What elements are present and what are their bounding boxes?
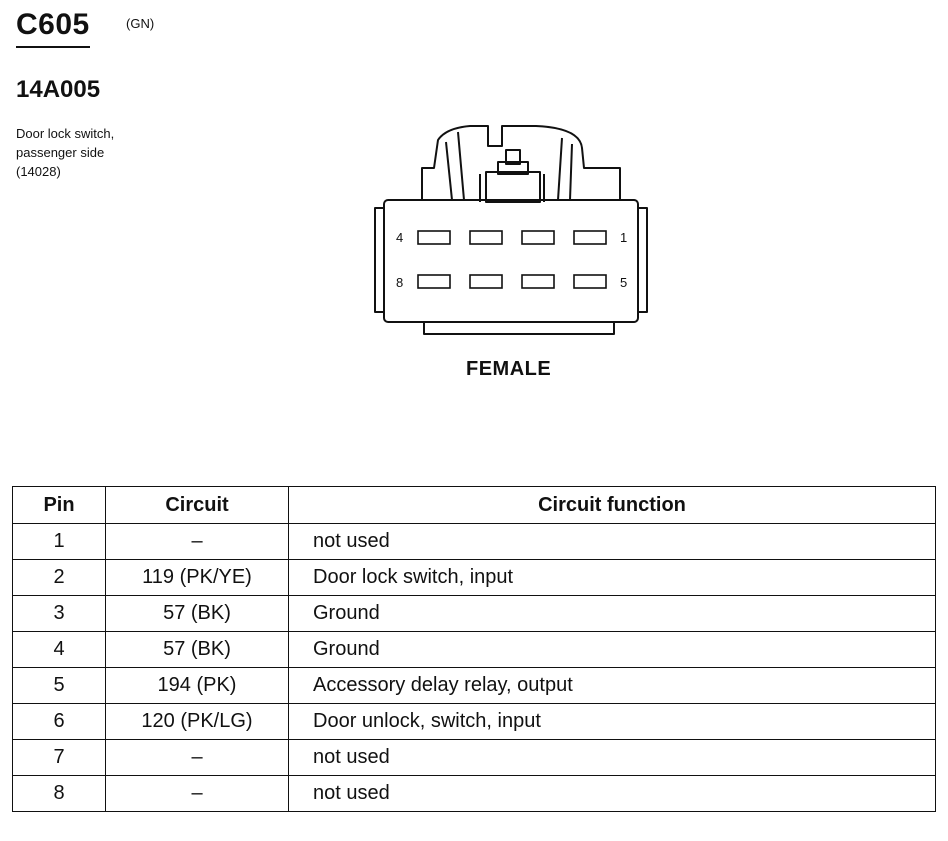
pin-cavity-6	[521, 274, 555, 289]
pin-label-1: 1	[620, 230, 627, 245]
table-header-row: Pin Circuit Circuit function	[12, 486, 936, 524]
pin-cell: 2	[12, 559, 106, 596]
connector-body	[383, 199, 639, 323]
connector-id: C605	[16, 8, 90, 48]
header-circuit-function: Circuit function	[288, 486, 936, 524]
table-row: 8 – not used	[12, 775, 936, 812]
description-line-3: (14028)	[16, 164, 61, 179]
connector-latch	[421, 125, 621, 200]
circuit-cell: 57 (BK)	[105, 631, 289, 668]
circuit-cell: –	[105, 523, 289, 560]
latch-button	[485, 171, 541, 203]
connector-color-code: (GN)	[126, 16, 155, 31]
connector-gender-label: FEMALE	[466, 358, 552, 380]
table-row: 6 120 (PK/LG) Door unlock, switch, input	[12, 703, 936, 740]
pin-label-4: 4	[396, 230, 403, 245]
pin-cell: 4	[12, 631, 106, 668]
circuit-cell: –	[105, 739, 289, 776]
pin-cavity-7	[469, 274, 503, 289]
connector-face-diagram: 4 1 8 5	[374, 125, 648, 335]
circuit-cell: –	[105, 775, 289, 812]
pin-cell: 7	[12, 739, 106, 776]
function-cell: not used	[288, 775, 936, 812]
pin-cell: 1	[12, 523, 106, 560]
pin-cavity-5	[573, 274, 607, 289]
function-cell: Door unlock, switch, input	[288, 703, 936, 740]
connector-right-tab	[638, 207, 648, 313]
pin-cell: 3	[12, 595, 106, 632]
part-number: 14A005	[16, 76, 101, 103]
header-circuit: Circuit	[105, 486, 289, 524]
pinout-table: Pin Circuit Circuit function 1 – not use…	[12, 486, 936, 812]
function-cell: not used	[288, 739, 936, 776]
pin-label-8: 8	[396, 275, 403, 290]
pin-cavity-2	[521, 230, 555, 245]
table-row: 1 – not used	[12, 523, 936, 560]
pin-cell: 6	[12, 703, 106, 740]
pin-cavity-8	[417, 274, 451, 289]
pin-cavity-3	[469, 230, 503, 245]
table-row: 7 – not used	[12, 739, 936, 776]
pin-cavity-1	[573, 230, 607, 245]
table-row: 3 57 (BK) Ground	[12, 595, 936, 632]
table-row: 2 119 (PK/YE) Door lock switch, input	[12, 559, 936, 596]
header-pin: Pin	[12, 486, 106, 524]
circuit-cell: 57 (BK)	[105, 595, 289, 632]
function-cell: not used	[288, 523, 936, 560]
description-line-2: passenger side	[16, 145, 105, 160]
table-row: 5 194 (PK) Accessory delay relay, output	[12, 667, 936, 704]
function-cell: Door lock switch, input	[288, 559, 936, 596]
circuit-cell: 194 (PK)	[105, 667, 289, 704]
pin-cavity-4	[417, 230, 451, 245]
pin-cell: 5	[12, 667, 106, 704]
connector-bottom-ridge	[423, 322, 615, 335]
connector-left-tab	[374, 207, 384, 313]
circuit-cell: 120 (PK/LG)	[105, 703, 289, 740]
function-cell: Ground	[288, 631, 936, 668]
function-cell: Ground	[288, 595, 936, 632]
table-row: 4 57 (BK) Ground	[12, 631, 936, 668]
description-line-1: Door lock switch,	[16, 126, 115, 141]
pin-label-5: 5	[620, 275, 627, 290]
component-description: Door lock switch, passenger side (14028)	[16, 124, 114, 181]
circuit-cell: 119 (PK/YE)	[105, 559, 289, 596]
pin-cell: 8	[12, 775, 106, 812]
function-cell: Accessory delay relay, output	[288, 667, 936, 704]
